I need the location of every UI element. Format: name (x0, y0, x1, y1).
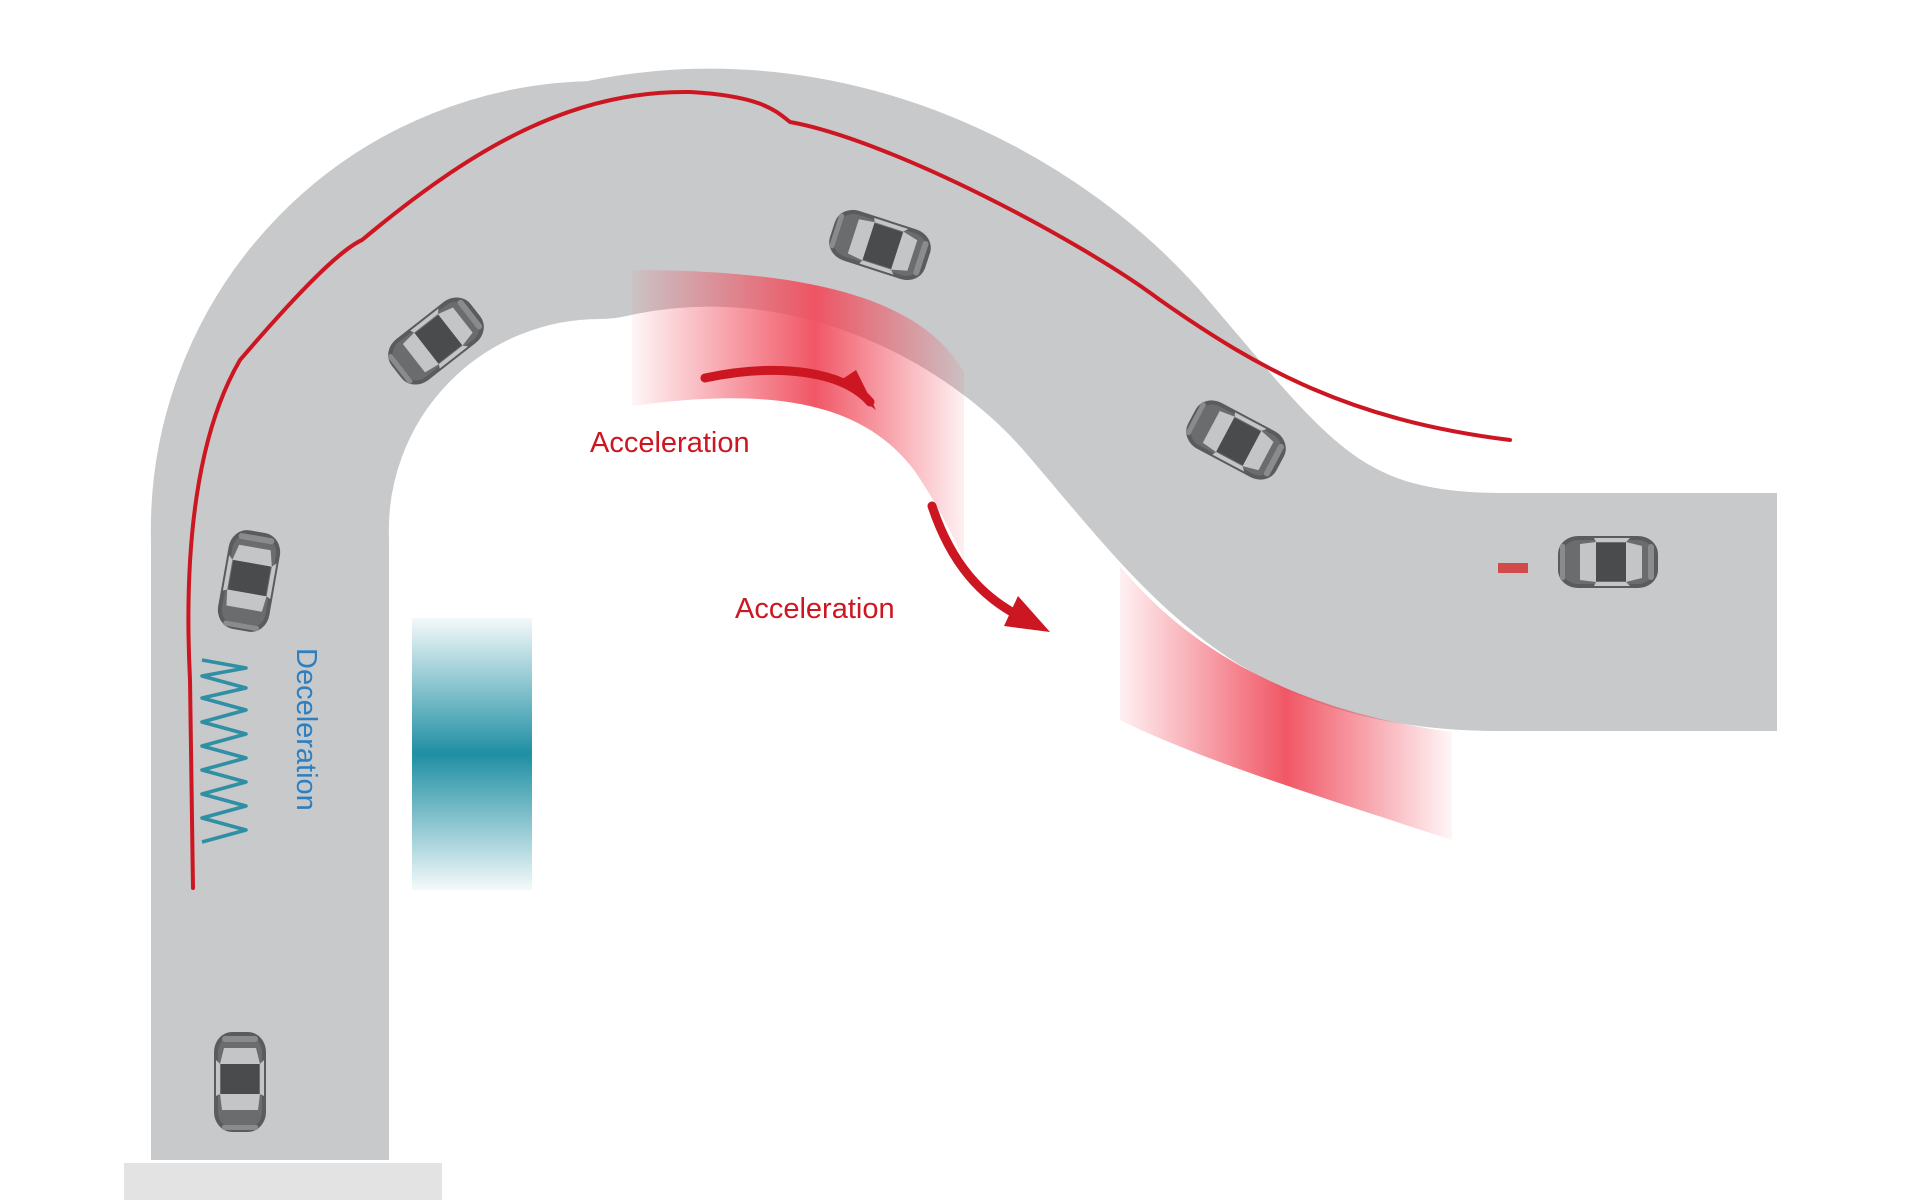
acceleration-zone-upper (632, 270, 964, 560)
road (150, 68, 1777, 1160)
trajectory-line (186, 89, 1512, 890)
car-icon-end (1558, 536, 1658, 588)
deceleration-zone (412, 618, 532, 890)
arrow-head-2 (1004, 596, 1050, 632)
acceleration-label-2: Acceleration (735, 593, 895, 625)
arrow-head-1 (838, 370, 876, 410)
road-start-strip (124, 1163, 442, 1200)
acceleration-zone-lower (1120, 566, 1452, 840)
car-icon-start (214, 1032, 266, 1132)
zigzag-spring-icon (200, 658, 248, 844)
acceleration-label-1: Acceleration (590, 427, 750, 459)
deceleration-label: Deceleration (290, 648, 322, 811)
exhaust-mark (1498, 563, 1528, 573)
